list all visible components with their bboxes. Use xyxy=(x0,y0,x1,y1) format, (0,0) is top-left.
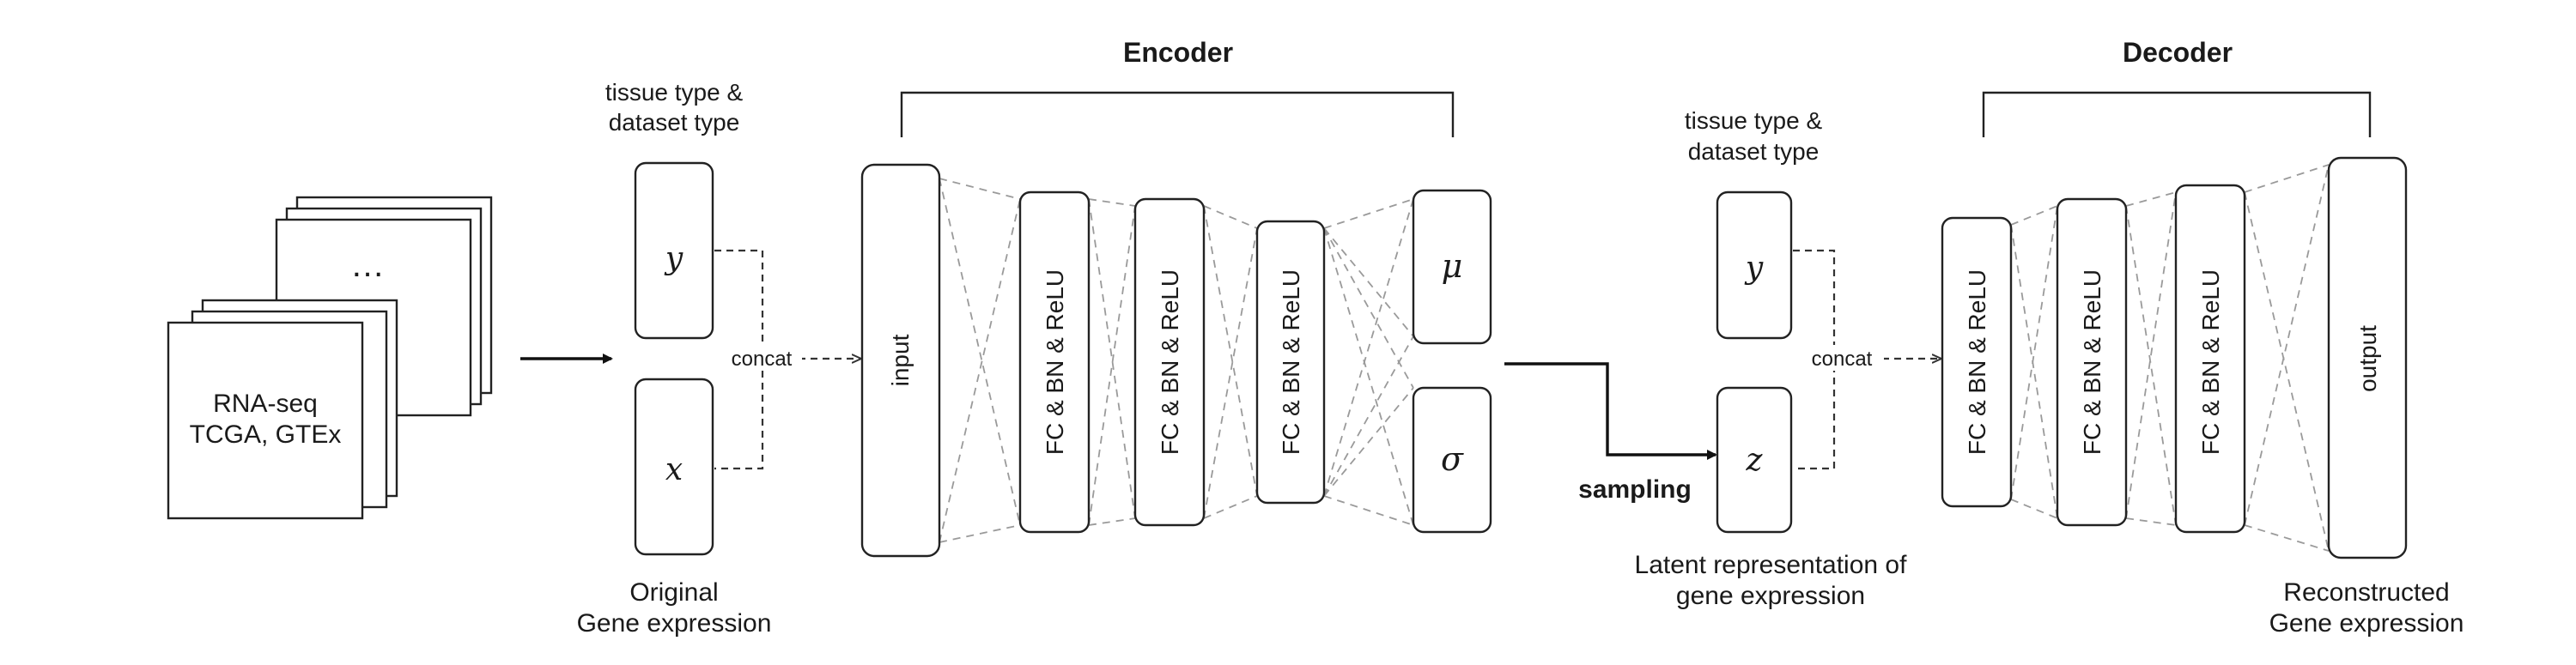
original-caption-line1: Original xyxy=(629,578,718,607)
decoder-layer-2 xyxy=(2056,197,2128,527)
rna-seq-label: RNA-seq xyxy=(213,390,318,418)
latent-section: sampling tissue type & dataset type y z … xyxy=(1504,107,1941,610)
reconstructed-caption-line1: Reconstructed xyxy=(2283,578,2449,607)
latent-y-box xyxy=(1716,190,1793,340)
encoder-x-box xyxy=(634,378,714,556)
encoder-input-label: input xyxy=(887,334,914,386)
encoder-condition-label-line2: dataset type xyxy=(609,109,740,136)
encoder-x-symbol: x xyxy=(665,452,683,487)
decoder-layer-3 xyxy=(2174,184,2246,534)
encoder-layer-1 xyxy=(1018,190,1091,534)
encoder-condition-label-line1: tissue type & xyxy=(605,79,744,106)
encoder-layer-2 xyxy=(1133,197,1206,527)
encoder-concat-label-bg xyxy=(721,345,802,371)
latent-caption-line1: Latent representation of xyxy=(1635,551,1908,579)
latent-caption-line2: gene expression xyxy=(1676,582,1865,610)
latent-concat-label: concat xyxy=(1812,348,1873,371)
decoder-layer-2-label: FC & BN & ReLU xyxy=(2079,269,2105,455)
encoder-input-box xyxy=(860,163,941,558)
sigma-box xyxy=(1412,386,1492,534)
stack-ellipsis: … xyxy=(350,246,385,284)
encoder-concat-label: concat xyxy=(732,348,793,371)
decoder-bracket xyxy=(1982,91,2372,137)
decoder-output-box xyxy=(2327,156,2408,559)
mu-symbol: μ xyxy=(1442,247,1463,285)
sampling-arrow xyxy=(1504,362,1717,460)
z-box xyxy=(1716,386,1793,534)
mu-box xyxy=(1412,189,1492,345)
encoder-layer-1-label: FC & BN & ReLU xyxy=(1042,269,1068,455)
encoder-layer-3 xyxy=(1255,220,1326,505)
original-caption-line2: Gene expression xyxy=(577,609,772,638)
encoder-inputs: tissue type & dataset type y x concat Or… xyxy=(577,79,860,638)
decoder-connections xyxy=(2010,164,2330,552)
encoder-layer-3-label: FC & BN & ReLU xyxy=(1278,269,1304,455)
decoder-output-label: output xyxy=(2354,325,2381,392)
latent-condition-label-line2: dataset type xyxy=(1688,138,1820,165)
decoder-network: Decoder FC & BN & ReLU FC & BN & ReLU FC… xyxy=(1941,37,2464,638)
encoder-y-box xyxy=(634,161,714,340)
encoder-connections xyxy=(939,178,1414,543)
latent-concat-label-bg xyxy=(1803,345,1884,371)
sampling-label: sampling xyxy=(1578,475,1692,504)
encoder-y-symbol: y xyxy=(664,241,683,276)
encoder-network: Encoder input FC & xyxy=(860,37,1492,558)
decoder-layer-3-label: FC & BN & ReLU xyxy=(2197,269,2224,455)
decoder-title: Decoder xyxy=(2123,37,2233,68)
sigma-symbol: σ xyxy=(1441,440,1464,478)
decoder-layer-1 xyxy=(1941,216,2013,508)
encoder-title: Encoder xyxy=(1123,37,1233,68)
tcga-gtex-label: TCGA, GTEx xyxy=(190,420,342,449)
decoder-layer-1-label: FC & BN & ReLU xyxy=(1964,269,1990,455)
rna-seq-stack: … RNA-seq TCGA, GTEx xyxy=(167,196,493,520)
encoder-layer-2-label: FC & BN & ReLU xyxy=(1157,269,1183,455)
encoder-bracket xyxy=(900,91,1455,137)
z-symbol: z xyxy=(1746,443,1764,478)
reconstructed-caption-line2: Gene expression xyxy=(2269,609,2464,638)
latent-condition-label-line1: tissue type & xyxy=(1685,107,1823,134)
latent-y-symbol: y xyxy=(1744,251,1764,286)
stack-sheet-front xyxy=(167,321,364,520)
